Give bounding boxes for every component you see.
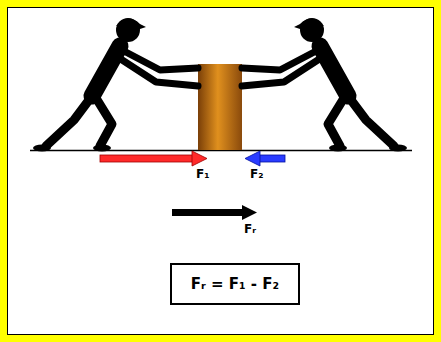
crate (198, 64, 242, 150)
force-label: Fᵣ (244, 222, 256, 236)
resultant-arrow (172, 205, 257, 220)
formula-text: Fᵣ = F₁ - F₂ (191, 275, 279, 293)
force-label: F₂ (250, 167, 263, 181)
left-pusher (33, 18, 198, 152)
force-arrow-f2 (245, 151, 285, 166)
force-arrow-f1 (100, 151, 207, 166)
panel (8, 8, 434, 335)
right-pusher (242, 18, 407, 152)
formula-box: Fᵣ = F₁ - F₂ (170, 263, 300, 305)
force-label: F₁ (196, 167, 209, 181)
